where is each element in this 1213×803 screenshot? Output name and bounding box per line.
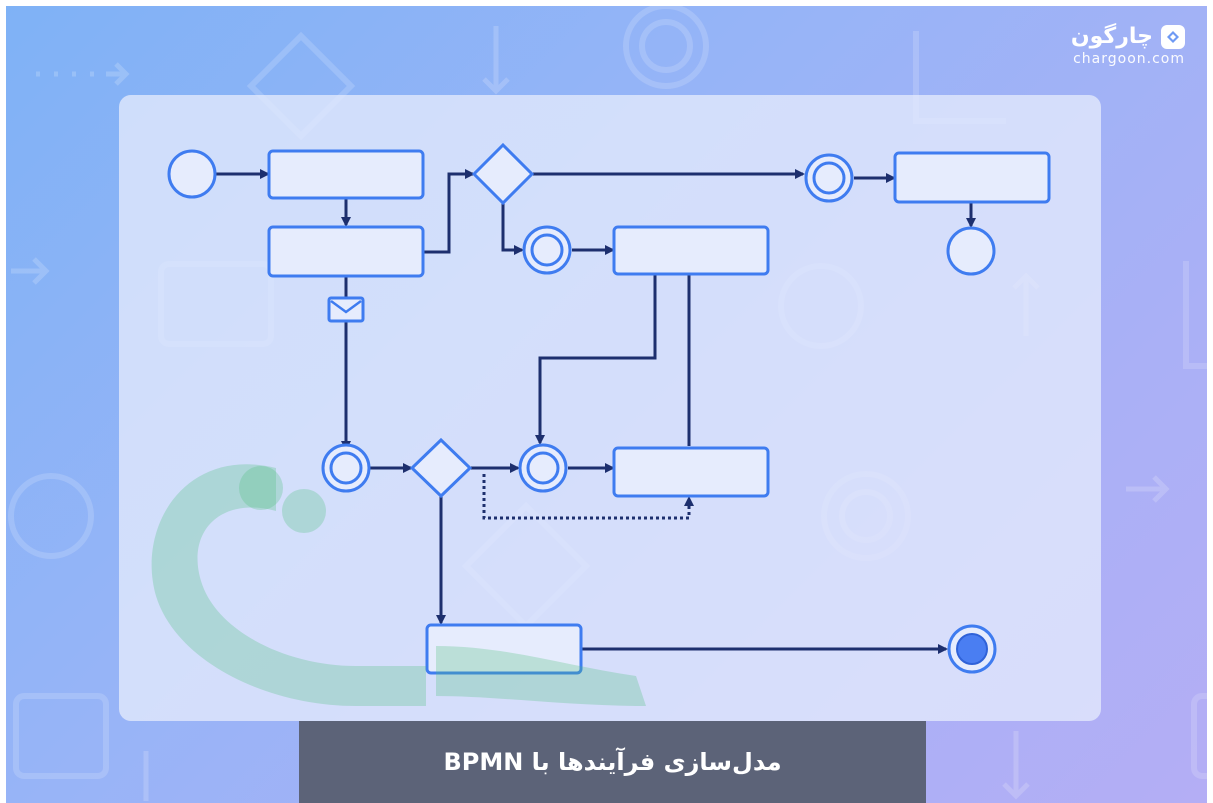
intermediate-event-2-inner (812, 161, 846, 195)
flow-task5-to-intermediate4 (535, 274, 657, 445)
page-title: مدل‌سازی فرآیندها با BPMN (443, 748, 782, 776)
brand-url: chargoon.com (1073, 51, 1185, 67)
intermediate-event-4-inner (526, 451, 560, 485)
chargoon-logo-icon (1161, 24, 1185, 49)
flow-gateway1-to-intermediate1 (501, 202, 524, 255)
task-2 (267, 225, 425, 278)
page-frame: چارگون chargoon.com مدل‌سازی فرآیندها با… (6, 6, 1207, 803)
end-event-1 (946, 226, 996, 276)
bpmn-diagram (167, 142, 1051, 675)
brand-name: چارگون (1070, 24, 1153, 49)
title-banner: مدل‌سازی فرآیندها با BPMN (299, 721, 926, 803)
envelope-icon (327, 296, 365, 323)
brand-logo[interactable]: چارگون chargoon.com (1071, 24, 1185, 67)
end-event-2-fill (956, 633, 988, 665)
intermediate-event-3-inner (329, 451, 363, 485)
intermediate-event-1-inner (530, 233, 564, 267)
gateway-1 (471, 142, 535, 206)
task-6 (612, 446, 770, 498)
task-5 (612, 225, 770, 276)
task-7 (425, 623, 583, 675)
gateway-2 (409, 437, 473, 499)
task-3 (893, 151, 1051, 204)
flow-task2-to-gateway1 (424, 169, 475, 254)
task-1 (267, 149, 425, 200)
flow-gateway2-to-task6-dotted (482, 474, 694, 520)
start-event (167, 149, 217, 199)
